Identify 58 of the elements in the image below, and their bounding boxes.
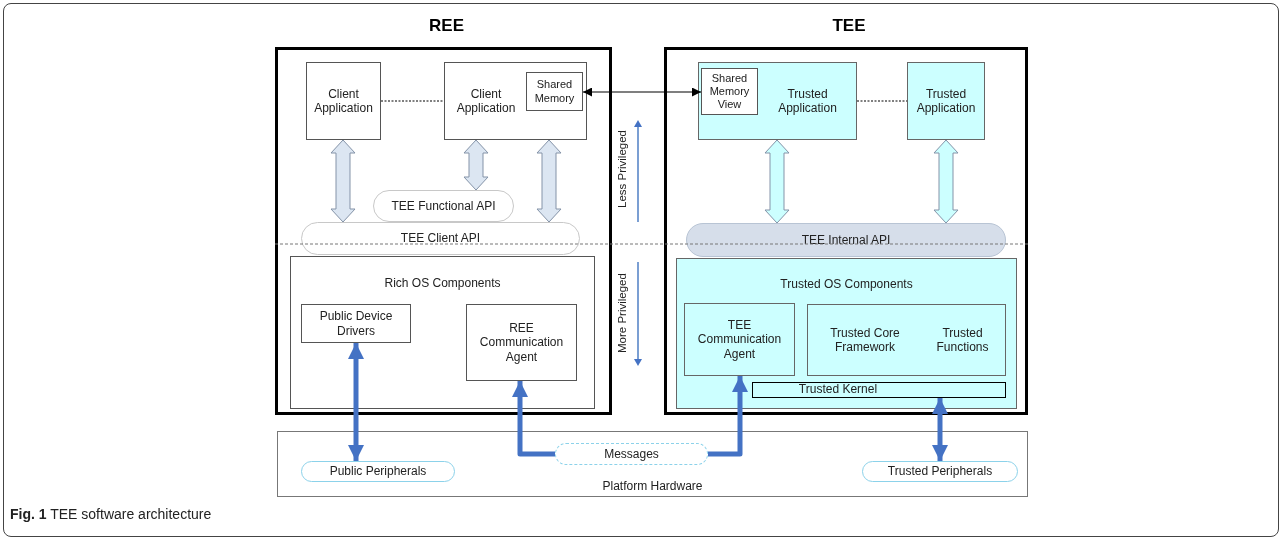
privilege-label: More Privileged [616, 272, 628, 355]
privilege-label: Less Privileged [616, 129, 628, 210]
arrow [348, 343, 364, 461]
application-box [907, 62, 985, 140]
api-pill [686, 223, 1006, 257]
node-label: Shared Memory View [708, 71, 751, 112]
block-arrow [330, 139, 356, 223]
os-components-box [676, 258, 1017, 409]
block-arrow [933, 139, 959, 224]
block-arrow [536, 139, 562, 223]
application-box [698, 62, 857, 140]
api-pill [301, 222, 580, 255]
component-box [684, 303, 795, 376]
kernel-bar [752, 382, 1006, 398]
node-label: Trusted Application [915, 86, 977, 116]
node-label: Trusted Application [777, 85, 838, 117]
messages-pill [555, 443, 708, 465]
arrow [708, 376, 748, 457]
node-label: TEE Functional API [391, 198, 496, 214]
component-box [807, 304, 1006, 376]
node-label: Trusted Functions [935, 324, 990, 356]
node-label: TEE Internal API [801, 232, 891, 248]
application-box [306, 62, 381, 140]
peripheral-pill [862, 461, 1018, 482]
node-label: Client Application [313, 86, 374, 116]
memory-box [526, 72, 583, 111]
connector-line [380, 100, 445, 102]
connector-line [856, 100, 908, 102]
os-components-box [290, 256, 595, 409]
arrow [512, 381, 555, 457]
component-box [301, 304, 411, 343]
component-box [466, 304, 577, 381]
arrow [932, 398, 948, 461]
api-pill [373, 190, 514, 222]
section-heading: REE [428, 14, 465, 37]
node-label: Trusted Core Framework [829, 324, 901, 356]
node-label: Public Peripherals [329, 464, 427, 479]
node-label: Platform Hardware [601, 477, 704, 495]
node-label: Shared Memory [533, 78, 576, 105]
node-label: REE Communication Agent [478, 320, 565, 365]
peripheral-pill [301, 461, 455, 482]
memory-box [701, 68, 758, 115]
node-label: Trusted OS Components [779, 275, 914, 293]
node-label: Trusted Kernel [797, 383, 879, 396]
node-label: Client Application [455, 85, 517, 117]
node-label: Messages [604, 446, 659, 462]
section-heading: TEE [831, 14, 867, 37]
node-label: TEE Client API [400, 231, 481, 246]
application-box [444, 62, 587, 140]
hardware-box [277, 431, 1028, 497]
block-arrow [764, 139, 790, 224]
node-label: TEE Communication Agent [696, 317, 783, 362]
figure-caption: Fig. 1 TEE software architecture [10, 506, 212, 522]
block-arrow [463, 139, 489, 191]
node-label: Trusted Peripherals [887, 464, 993, 479]
node-label: Public Device Drivers [318, 309, 394, 338]
arrow [582, 87, 702, 97]
node-label: Rich OS Components [383, 274, 502, 292]
